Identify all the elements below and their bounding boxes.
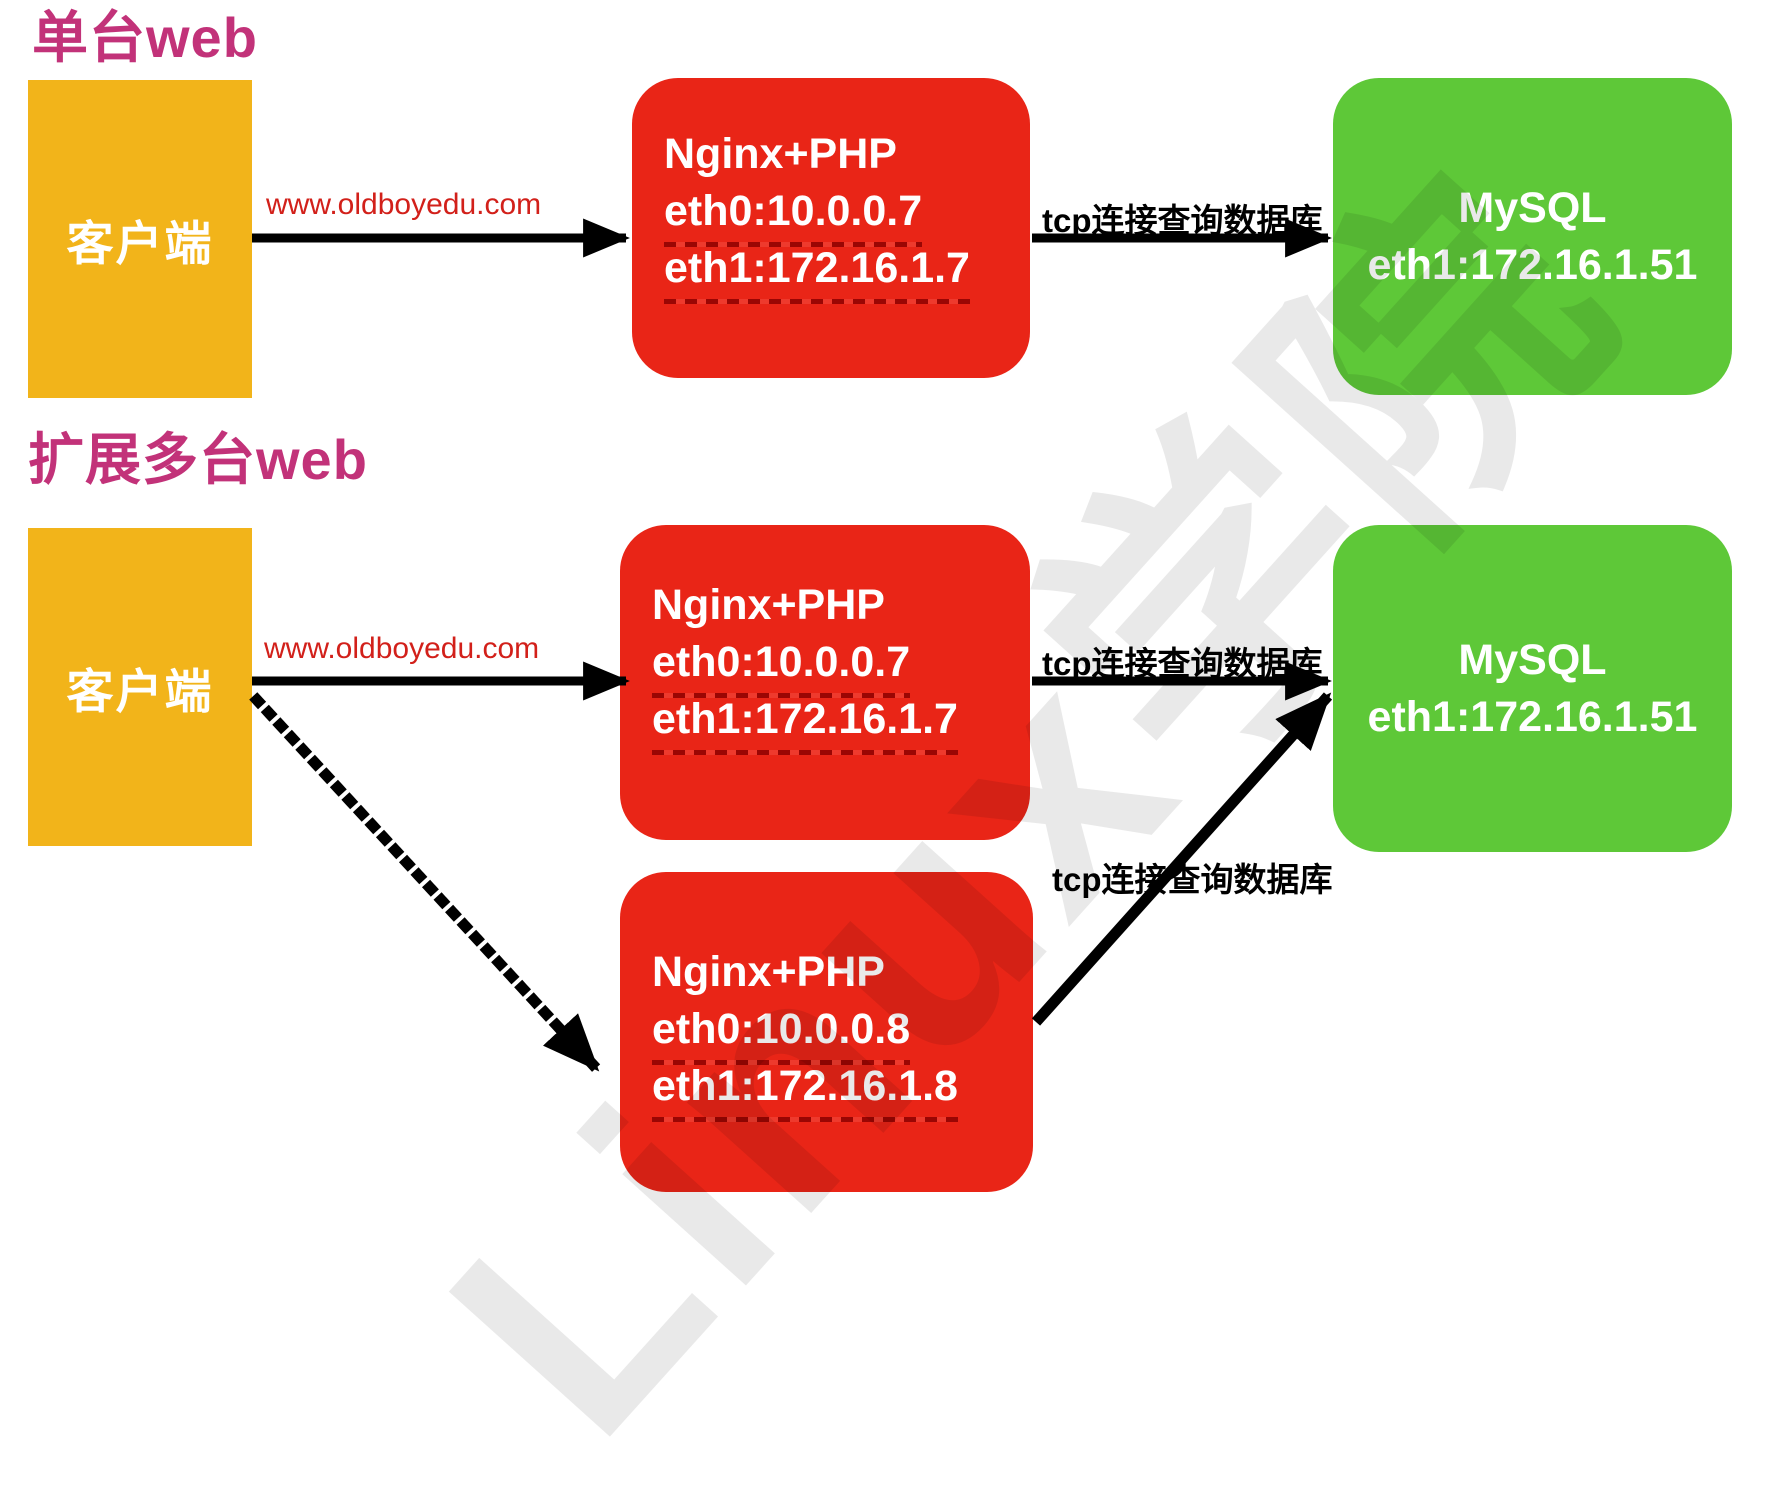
client-label-2: 客户端 (66, 664, 214, 718)
server-eth0: eth0:10.0.0.8 (652, 1001, 911, 1065)
web-server-node-2: Nginx+PHP eth0:10.0.0.7 eth1:172.16.1.7 (620, 525, 1030, 840)
tcp-query-label-3: tcp连接查询数据库 (1052, 861, 1333, 898)
server-eth1: eth1:172.16.1.7 (652, 691, 958, 755)
db-eth1: eth1:172.16.1.51 (1367, 240, 1698, 289)
client-node-2: 客户端 (28, 528, 252, 846)
server-eth0: eth0:10.0.0.7 (652, 634, 911, 698)
server-eth1: eth1:172.16.1.7 (664, 240, 970, 304)
diagram-canvas: { "diagram": { "watermark": "Linux学院", "… (28, 6, 1732, 1497)
web-server-node-3: Nginx+PHP eth0:10.0.0.8 eth1:172.16.1.8 (620, 872, 1033, 1192)
mysql-node-2: MySQL eth1:172.16.1.51 (1333, 525, 1732, 852)
db-name: MySQL (1458, 635, 1607, 684)
db-name: MySQL (1458, 183, 1607, 232)
request-url-label-1: www.oldboyedu.com (266, 188, 542, 221)
web-server-node-1: Nginx+PHP eth0:10.0.0.7 eth1:172.16.1.7 (632, 78, 1030, 378)
server-name: Nginx+PHP (652, 948, 885, 996)
request-url-label-2: www.oldboyedu.com (264, 632, 540, 665)
server-eth1: eth1:172.16.1.8 (652, 1058, 958, 1122)
arrow-client-to-web2b-dotted (249, 692, 604, 1076)
section1-title: 单台web (32, 6, 258, 69)
server-name: Nginx+PHP (652, 581, 885, 629)
server-name: Nginx+PHP (664, 130, 897, 178)
client-node-1: 客户端 (28, 80, 252, 398)
section2-title: 扩展多台web (28, 428, 368, 491)
tcp-query-label-2: tcp连接查询数据库 (1042, 645, 1323, 682)
client-label-1: 客户端 (66, 216, 214, 270)
mysql-node-1: MySQL eth1:172.16.1.51 (1333, 78, 1732, 395)
tcp-query-label-1: tcp连接查询数据库 (1042, 202, 1323, 239)
server-eth0: eth0:10.0.0.7 (664, 183, 923, 247)
db-eth1: eth1:172.16.1.51 (1367, 692, 1698, 741)
